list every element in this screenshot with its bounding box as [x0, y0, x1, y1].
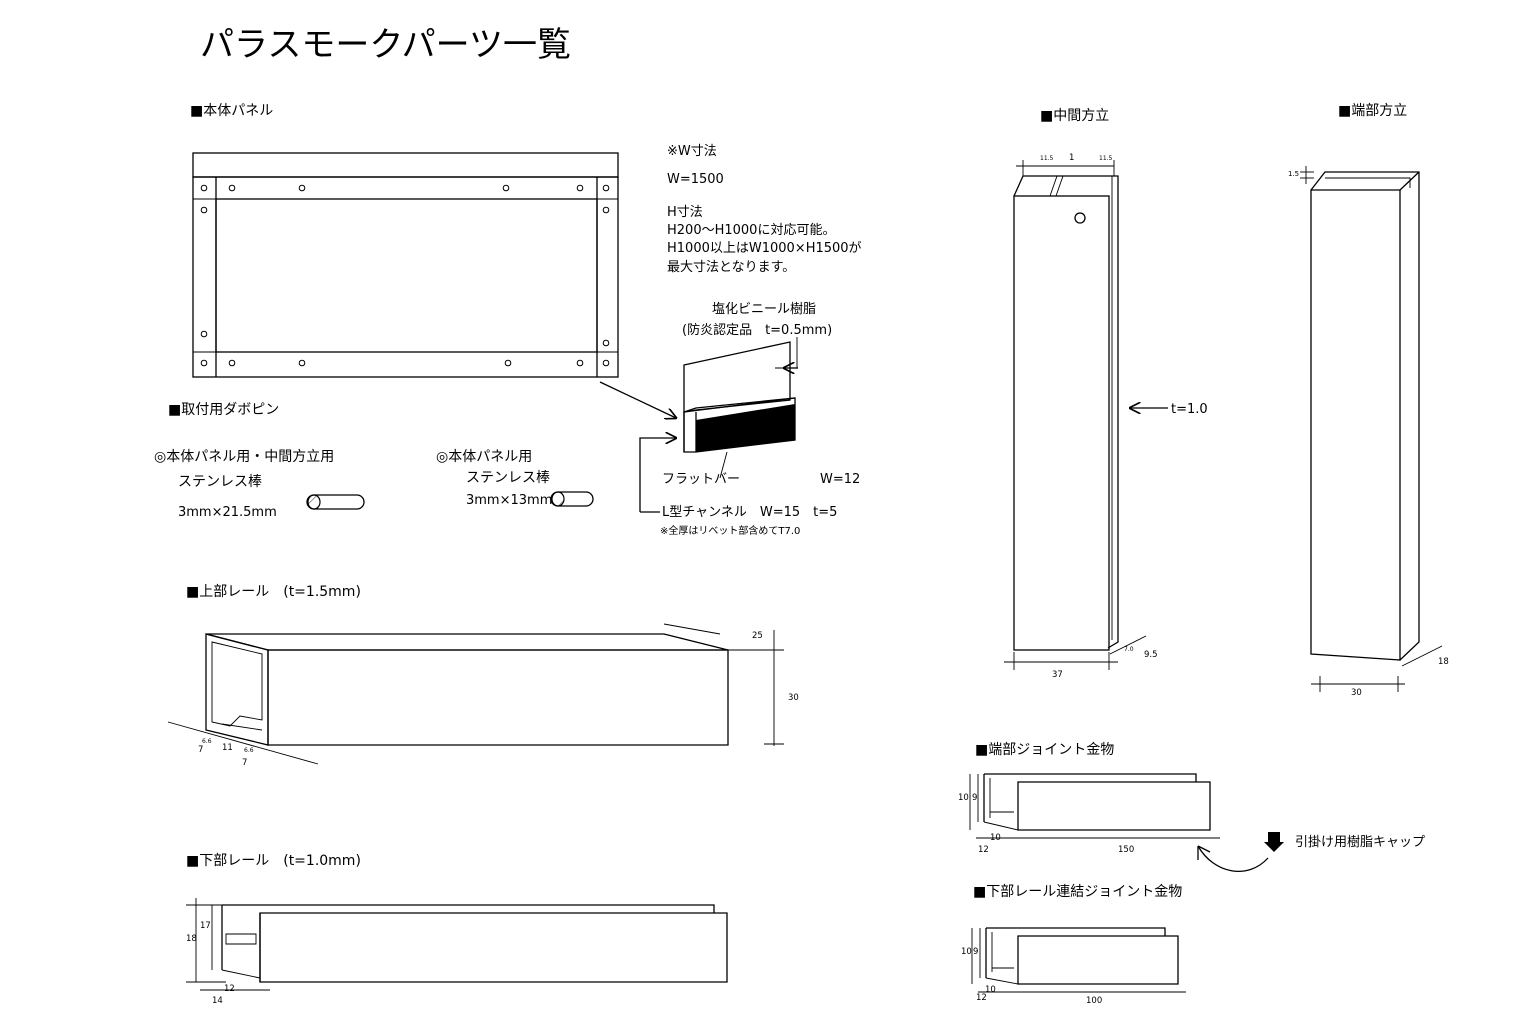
top-rail-dim-6-6a: 6.6 — [202, 738, 212, 745]
bottom-joint-dim-9: 9 — [973, 947, 978, 957]
end-joint-dim-150: 150 — [1118, 845, 1134, 855]
end-joint-drawing — [969, 773, 1220, 839]
middle-post-dim-1: 1 — [1069, 153, 1074, 163]
bottom-joint-dim-100: 100 — [1086, 996, 1102, 1006]
bottom-rail-dim-14: 14 — [212, 996, 223, 1006]
end-joint-dim-10: 10 — [958, 793, 969, 803]
pvc-spec: (防炎認定品 t=0.5mm) — [682, 322, 832, 338]
pin1-label: ◎本体パネル用・中間方立用 — [154, 449, 334, 465]
top-rail-dim-11: 11 — [222, 743, 233, 753]
bottom-joint-dim-10: 10 — [961, 947, 972, 957]
section-end-joint: ■端部ジョイント金物 — [975, 742, 1114, 758]
rivet-note: ※全厚はリベット部含めてT7.0 — [660, 524, 800, 537]
bottom-rail-dim-17: 17 — [200, 921, 211, 931]
middle-post-thickness: t=1.0 — [1171, 402, 1208, 417]
panel-edge-detail — [639, 337, 798, 513]
pin2-material: ステンレス棒 — [466, 470, 550, 486]
middle-post-dim-7-0: 7.0 — [1124, 646, 1134, 653]
top-rail-dim-25: 25 — [752, 631, 763, 641]
end-post-dim-30: 30 — [1351, 688, 1362, 698]
bottom-joint-dim-10b: 10 — [985, 985, 996, 995]
pin1-drawing — [306, 494, 365, 510]
end-joint-dim-12: 12 — [978, 845, 989, 855]
section-dowel-pins: ■取付用ダボピン — [168, 402, 279, 418]
top-rail-dim-6-6b: 6.6 — [244, 747, 254, 754]
flat-bar-width: W=12 — [820, 472, 860, 487]
page-title: パラスモークパーツ一覧 — [200, 25, 571, 65]
end-post-dim-1-5: 1.5 — [1288, 170, 1299, 178]
l-channel-label: L型チャンネル W=15 t=5 — [662, 505, 837, 520]
bottom-rail-dim-12: 12 — [224, 984, 235, 994]
middle-post-dim-9-5: 9.5 — [1144, 650, 1158, 660]
top-rail-dim-7b: 7 — [242, 758, 247, 768]
section-end-post: ■端部方立 — [1338, 103, 1407, 119]
end-post-dim-18: 18 — [1438, 657, 1449, 667]
h-dimension-line1: H200～H1000に対応可能。 — [667, 223, 835, 238]
cap-label: 引掛け用樹脂キャップ — [1295, 835, 1425, 850]
bottom-rail-dim-18: 18 — [186, 934, 197, 944]
cap-drawing — [1197, 832, 1284, 872]
pin2-label: ◎本体パネル用 — [436, 449, 532, 465]
pin2-drawing — [550, 491, 594, 507]
h-dimension-line2: H1000以上はW1000×H1500が — [667, 241, 862, 256]
pvc-label: 塩化ビニール樹脂 — [712, 302, 816, 317]
w-dimension-value: W=1500 — [667, 172, 724, 187]
middle-post-dim-11-5b: 11.5 — [1099, 155, 1113, 162]
pin2-size: 3mm×13mm — [466, 493, 552, 508]
section-bottom-rail: ■下部レール (t=1.0mm) — [186, 853, 361, 869]
h-dimension-heading: H寸法 — [667, 205, 703, 220]
middle-post-dim-11-5a: 11.5 — [1040, 155, 1054, 162]
h-dimension-line3: 最大寸法となります。 — [667, 260, 795, 275]
section-top-rail: ■上部レール (t=1.5mm) — [186, 584, 361, 600]
w-dimension-heading: ※W寸法 — [667, 144, 717, 159]
pin1-material: ステンレス棒 — [178, 474, 262, 490]
pin1-size: 3mm×21.5mm — [178, 505, 277, 520]
section-bottom-joint: ■下部レール連結ジョイント金物 — [973, 884, 1182, 900]
section-main-panel: ■本体パネル — [190, 103, 273, 119]
end-post-drawing — [1300, 166, 1443, 692]
bottom-rail-drawing — [186, 898, 728, 991]
end-joint-dim-9: 9 — [972, 793, 977, 803]
main-panel-drawing — [192, 152, 676, 418]
top-rail-dim-7a: 7 — [198, 745, 203, 755]
flat-bar-label: フラットバー — [662, 472, 740, 487]
top-rail-dim-30: 30 — [788, 693, 799, 703]
bottom-joint-dim-12: 12 — [976, 993, 987, 1003]
bottom-joint-drawing — [971, 927, 1186, 993]
end-joint-dim-10b: 10 — [990, 833, 1001, 843]
top-rail-drawing — [167, 623, 784, 765]
section-middle-post: ■中間方立 — [1040, 108, 1109, 124]
middle-post-dim-37: 37 — [1052, 670, 1063, 680]
middle-post-drawing — [1004, 160, 1168, 670]
